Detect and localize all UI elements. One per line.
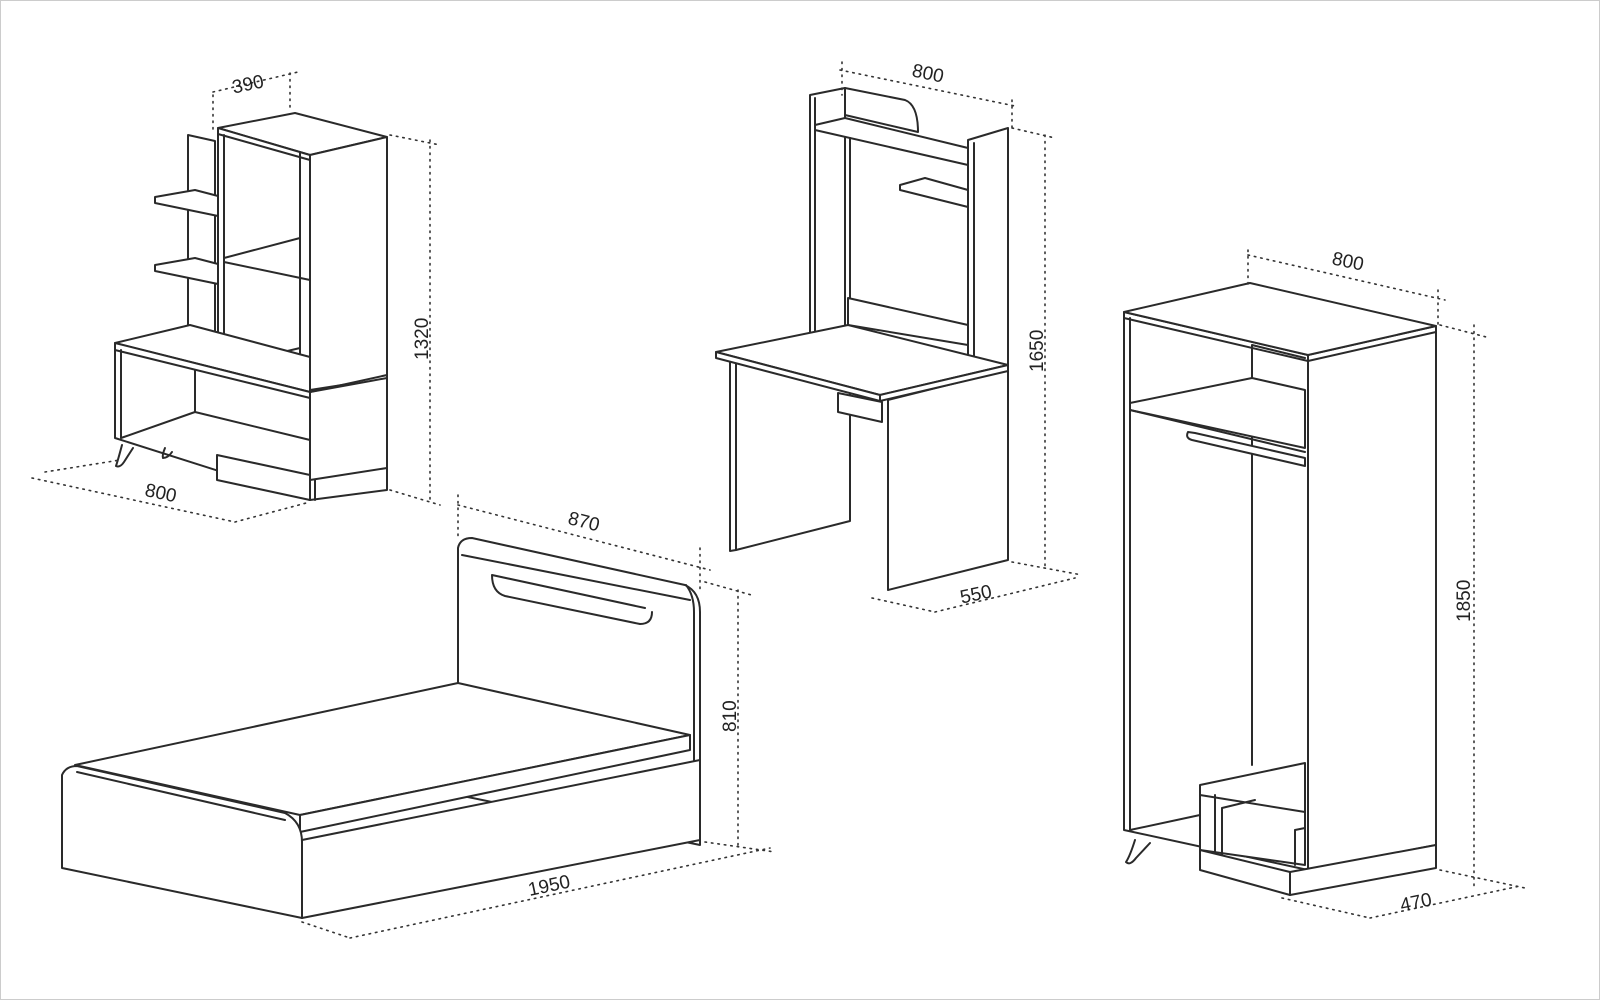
wardrobe-height-label: 1850 xyxy=(1454,580,1475,622)
bed-height-label: 810 xyxy=(720,700,741,732)
desk-drawing xyxy=(715,87,1009,591)
wardrobe-drawing xyxy=(1123,282,1437,896)
bookshelf-drawing xyxy=(114,112,388,501)
bookshelf-height-label: 1320 xyxy=(412,318,433,360)
desk-height-label: 1650 xyxy=(1027,330,1048,372)
desk-dimensions: 800 1650 550 xyxy=(839,60,1083,613)
bed-drawing xyxy=(61,537,701,919)
bed-dimensions: 870 810 1950 xyxy=(301,494,776,939)
